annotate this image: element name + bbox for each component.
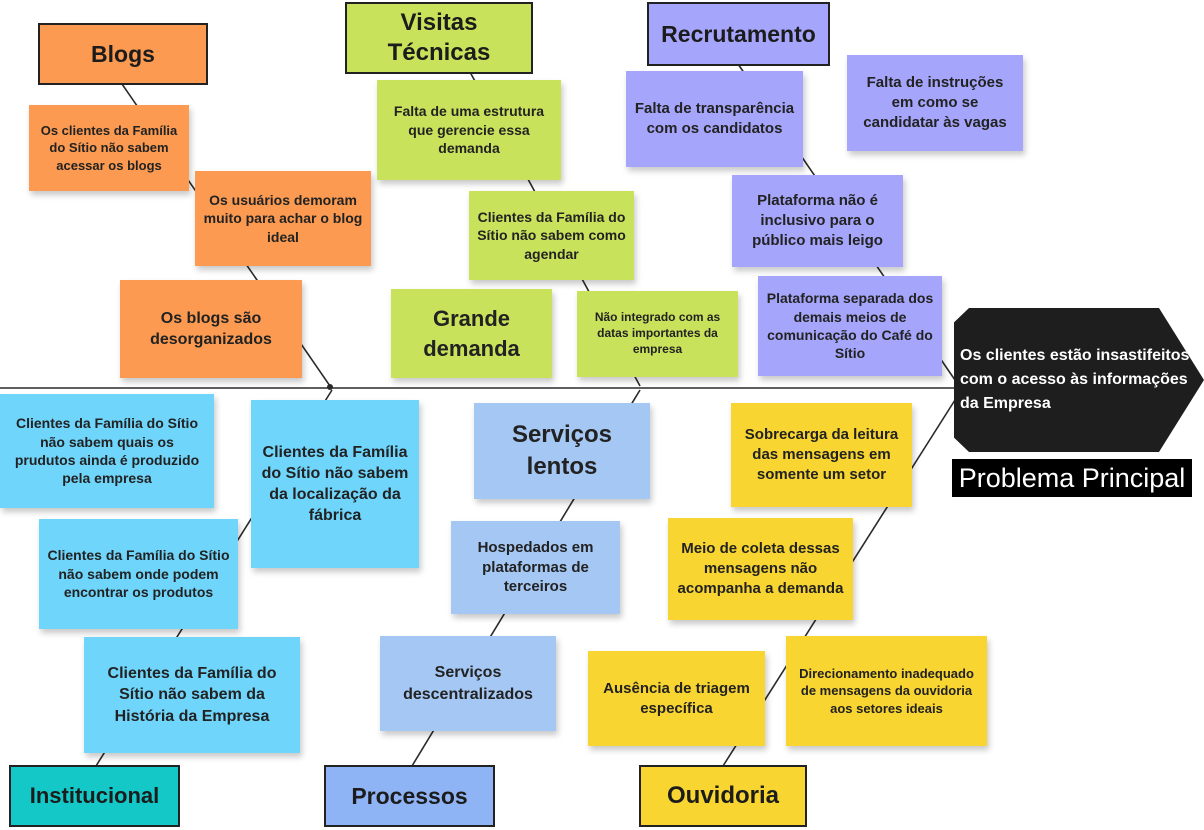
cause-note: Ausência de triagem específica <box>588 651 765 746</box>
category-recrutamento: Recrutamento <box>647 2 830 66</box>
cause-note: Falta de uma estrutura que gerencie essa… <box>377 80 561 180</box>
cause-note: Plataforma não é inclusivo para o públic… <box>732 175 903 267</box>
cause-note: Os blogs são desorganizados <box>120 280 302 378</box>
cause-note: Direcionamento inadequado de mensagens d… <box>786 636 987 746</box>
cause-note: Serviços descentralizados <box>380 636 556 731</box>
cause-note: Meio de coleta dessas mensagens não acom… <box>668 518 853 620</box>
cause-note: Clientes da Família do Sítio não sabem q… <box>0 394 214 508</box>
cause-note: Os usuários demoram muito para achar o b… <box>195 171 371 266</box>
category-ouvidoria: Ouvidoria <box>639 765 807 827</box>
cause-note: Serviços lentos <box>474 403 650 499</box>
cause-note: Clientes da Família do Sítio não sabem o… <box>39 519 238 629</box>
cause-note: Não integrado com as datas importantes d… <box>577 291 738 377</box>
category-blogs: Blogs <box>38 23 208 85</box>
cause-note: Clientes da Família do Sítio não sabem d… <box>251 400 419 568</box>
cause-note: Sobrecarga da leitura das mensagens em s… <box>731 403 912 507</box>
category-visitas-tecnicas: Visitas Técnicas <box>345 2 533 74</box>
main-problem-label: Problema Principal <box>952 459 1192 497</box>
cause-note: Grande demanda <box>391 289 552 378</box>
cause-note: Hospedados em plataformas de terceiros <box>451 521 620 614</box>
main-problem: Os clientes estão insastifeitos com o ac… <box>954 308 1204 452</box>
category-institucional: Institucional <box>9 765 180 827</box>
main-problem-text: Os clientes estão insastifeitos com o ac… <box>960 347 1190 412</box>
cause-note: Clientes da Família do Sítio não sabem d… <box>84 637 300 753</box>
cause-note: Plataforma separada dos demais meios de … <box>758 276 942 376</box>
cause-note: Os clientes da Família do Sítio não sabe… <box>29 105 189 191</box>
spine-joint <box>327 384 333 390</box>
cause-note: Falta de instruções em como se candidata… <box>847 55 1023 151</box>
category-processos: Processos <box>324 765 495 827</box>
cause-note: Falta de transparência com os candidatos <box>626 71 803 167</box>
cause-note: Clientes da Família do Sítio não sabem c… <box>469 191 634 280</box>
